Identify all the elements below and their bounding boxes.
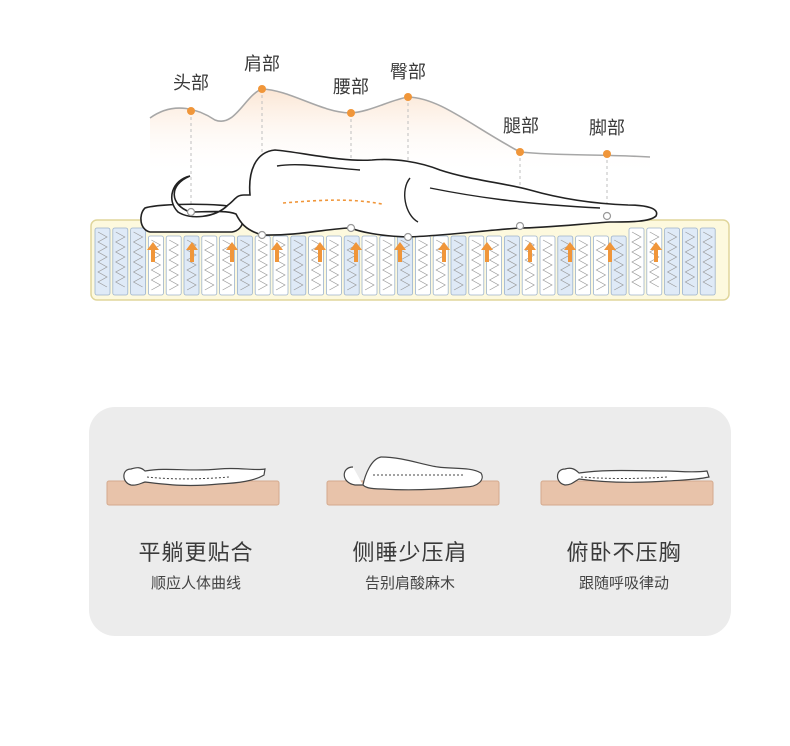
card-title: 侧睡少压肩 [352, 541, 468, 566]
spring-coil [539, 235, 556, 296]
spring-coil [575, 235, 591, 296]
spring-wire [221, 239, 233, 291]
spring-coil [379, 235, 396, 296]
spring-wire [471, 239, 482, 291]
spring-wire [417, 239, 429, 291]
card-title: 俯卧不压胸 [566, 541, 682, 566]
spring-coil [682, 227, 698, 296]
support-arrow [271, 242, 283, 262]
support-arrow [650, 242, 662, 262]
spring-coil [699, 227, 716, 296]
spring-wire [542, 239, 553, 291]
spring-coil [147, 235, 164, 296]
label-foot: 脚部 [589, 118, 625, 139]
spring-wire [435, 239, 446, 291]
spring-wire [293, 239, 304, 291]
spring-wire [310, 239, 322, 291]
support-arrow [481, 242, 493, 262]
support-arrow [394, 242, 406, 262]
spring-coil [628, 227, 645, 296]
support-arrow [147, 242, 159, 262]
card-subtitle: 跟随呼吸律动 [578, 574, 669, 592]
leg-line [429, 187, 601, 209]
card-subtitle: 告别肩酸麻木 [364, 574, 455, 592]
spring-coil [450, 235, 467, 296]
side-illustration [326, 456, 500, 506]
pressure-curve [149, 88, 651, 158]
spring-wire [346, 239, 357, 291]
support-arrow [350, 242, 362, 262]
spring-wire [595, 239, 607, 291]
spring-wire [239, 239, 251, 291]
card-subtitle: 顺应人体曲线 [150, 574, 241, 592]
spring-coil [165, 235, 182, 296]
spring-wire [702, 231, 713, 288]
support-arrow [314, 242, 326, 262]
spring-wire [382, 239, 393, 291]
support-arrow [524, 242, 536, 262]
spring-wire [453, 239, 464, 291]
support-arrow [564, 242, 576, 262]
spring-coil [503, 235, 520, 296]
spring-coil [361, 235, 378, 296]
arm-line [276, 163, 361, 171]
sleep-position-panel: 平躺更贴合 顺应人体曲线 侧睡少压肩 告别肩酸麻木 俯卧不压胸 跟随呼吸律动 [89, 407, 731, 636]
spring-wire [257, 239, 268, 291]
support-arrow [226, 242, 238, 262]
spring-coil [610, 235, 627, 296]
support-arrow [604, 242, 616, 262]
spring-coil [290, 235, 307, 296]
spring-wire [577, 239, 589, 291]
contact-points [186, 207, 612, 242]
card-side: 侧睡少压肩 告别肩酸麻木 [303, 407, 517, 636]
spring-wire [613, 239, 624, 291]
card-title: 平躺更贴合 [138, 541, 254, 566]
spring-coil [201, 235, 218, 296]
spring-coil [593, 235, 609, 296]
mattress-pressure-diagram: 头部 肩部 腰部 臀部 腿部 脚部 [0, 0, 790, 320]
spring-wire [488, 239, 500, 291]
spring-coil [414, 235, 431, 296]
mattress-illustration [90, 85, 730, 301]
spring-wire [204, 239, 215, 291]
spring-coil [468, 235, 485, 296]
spring-wire [364, 239, 375, 291]
spring-wire [97, 231, 108, 288]
spring-coil [236, 235, 253, 296]
spring-coil [325, 235, 342, 296]
prone-illustration [540, 467, 714, 506]
spring-wire [631, 231, 642, 288]
spring-coil [112, 227, 129, 296]
spring-wire [132, 231, 144, 288]
spring-wire [506, 239, 518, 291]
label-head: 头部 [173, 73, 209, 94]
supine-illustration [106, 467, 280, 506]
card-supine: 平躺更贴合 顺应人体曲线 [89, 407, 303, 636]
label-hip: 臀部 [390, 62, 426, 83]
spring-coil [664, 227, 680, 296]
hip-curve [404, 177, 419, 223]
spring-wire [168, 239, 179, 291]
spring-wire [115, 231, 126, 288]
label-leg: 腿部 [503, 116, 539, 137]
support-arrow [186, 242, 198, 262]
spring-wire [666, 231, 678, 288]
label-shoulder: 肩部 [244, 54, 280, 75]
spring-wire [560, 239, 571, 291]
pressure-points [187, 85, 611, 158]
spring-wire [328, 239, 340, 291]
spring-coil [94, 227, 111, 296]
spring-coil [130, 227, 147, 296]
support-arrows [147, 242, 662, 262]
spring-coil [254, 235, 271, 296]
spring-wire [684, 231, 696, 288]
support-arrow [438, 242, 450, 262]
card-prone: 俯卧不压胸 跟随呼吸律动 [517, 407, 731, 636]
label-waist: 腰部 [333, 77, 369, 98]
